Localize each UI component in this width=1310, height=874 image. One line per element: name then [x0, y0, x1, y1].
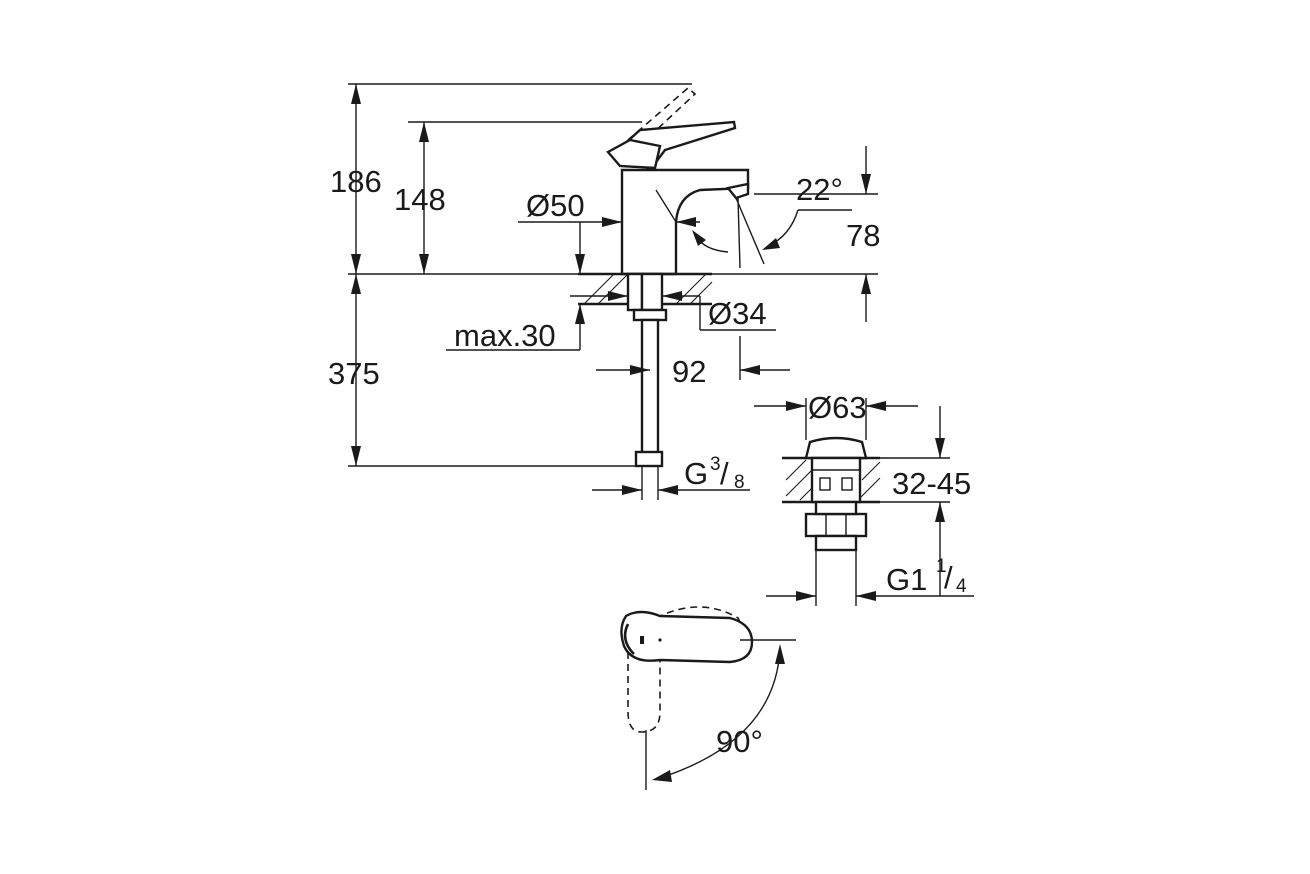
dim-waste-range: 32-45 — [892, 466, 971, 501]
svg-text:8: 8 — [734, 472, 745, 493]
svg-text:G1: G1 — [886, 562, 927, 597]
basin-hatch — [583, 273, 713, 305]
lever-rotated-outline — [627, 640, 661, 733]
angle-line — [735, 197, 765, 265]
svg-text:/: / — [944, 560, 953, 595]
faucet-body — [620, 168, 750, 276]
lever-top — [620, 610, 754, 664]
waste-thread-label: G1 1 / 4 — [886, 556, 967, 597]
waste-nut — [804, 512, 868, 538]
dim-375: 375 — [328, 356, 380, 391]
svg-text:G: G — [684, 456, 708, 491]
dim-spout-angle: 22° — [796, 172, 843, 207]
threaded-rod — [640, 272, 664, 312]
dim-max-thickness: max.30 — [454, 318, 556, 353]
dim-148: 148 — [394, 182, 446, 217]
faucet-top-view — [620, 606, 796, 790]
fixing-nut — [632, 308, 668, 322]
waste-drawing — [754, 398, 974, 606]
dim-rotation-angle: 90° — [716, 724, 763, 759]
dim-186: 186 — [330, 164, 382, 199]
hose-thread-label: G 3 / 8 — [684, 454, 745, 493]
body-curve-line — [655, 189, 677, 223]
dimension-lines-main — [348, 83, 878, 495]
svg-text:1: 1 — [936, 556, 947, 577]
svg-text:3: 3 — [710, 454, 721, 475]
flow-line — [737, 197, 741, 269]
dim-body-diameter: Ø50 — [526, 188, 585, 223]
rotation-arc — [659, 647, 781, 779]
dimension-labels: 186 148 Ø50 22° 78 Ø34 max.30 92 375 G 3… — [328, 164, 971, 759]
svg-text:/: / — [720, 456, 729, 491]
dim-waste-diameter: Ø63 — [808, 390, 867, 425]
aerator — [725, 182, 750, 200]
hose-nut — [634, 450, 664, 468]
waste-cap — [804, 436, 868, 460]
waste-hatch — [785, 459, 881, 501]
dim-hole-diameter: Ø34 — [708, 296, 767, 331]
waste-thread — [814, 534, 858, 552]
svg-text:4: 4 — [956, 576, 967, 597]
dim-92: 92 — [672, 354, 706, 389]
shank — [626, 272, 644, 312]
hose — [640, 318, 660, 460]
lever-hub — [606, 138, 662, 170]
waste-body — [810, 456, 862, 504]
dim-78: 78 — [846, 218, 880, 253]
